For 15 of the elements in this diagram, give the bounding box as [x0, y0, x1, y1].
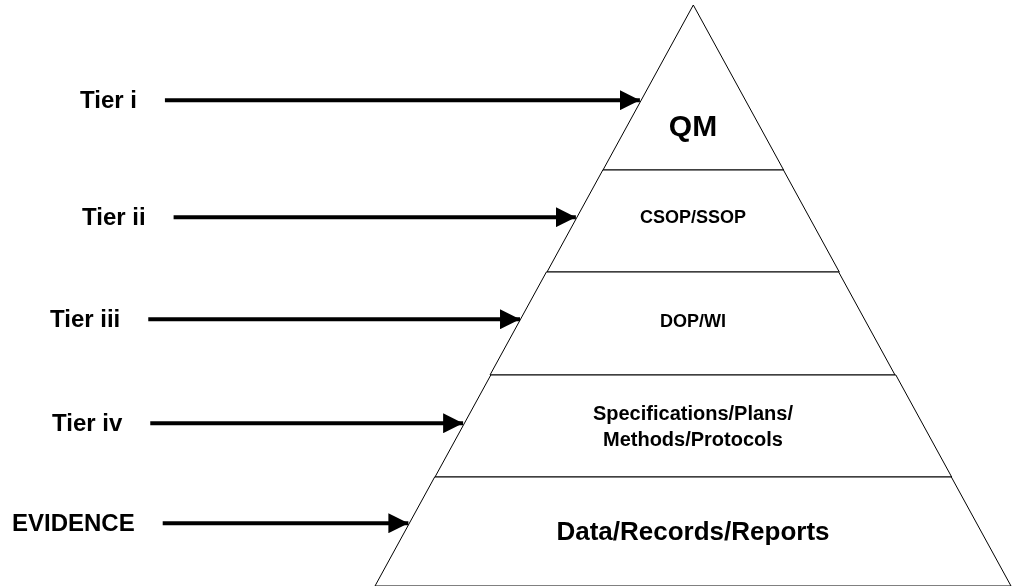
- tier-label: Tier ii: [82, 204, 146, 231]
- arrow: [148, 309, 521, 330]
- tier-label: EVIDENCE: [12, 510, 135, 537]
- tier-title: QM: [668, 107, 718, 144]
- tier-label: Tier iii: [50, 306, 121, 333]
- tier-label: Tier iv: [52, 410, 123, 437]
- tier-title: CSOP/SSOP: [639, 206, 746, 230]
- arrow: [162, 513, 409, 534]
- arrow: [173, 207, 576, 228]
- arrow: [150, 413, 464, 434]
- tier-title: Specifications/Plans/ Methods/Protocols: [591, 401, 794, 452]
- tier-label: Tier i: [80, 87, 137, 114]
- arrow: [164, 90, 640, 111]
- tier-title: DOP/WI: [660, 310, 726, 334]
- tier-title: Data/Records/Reports: [556, 515, 830, 549]
